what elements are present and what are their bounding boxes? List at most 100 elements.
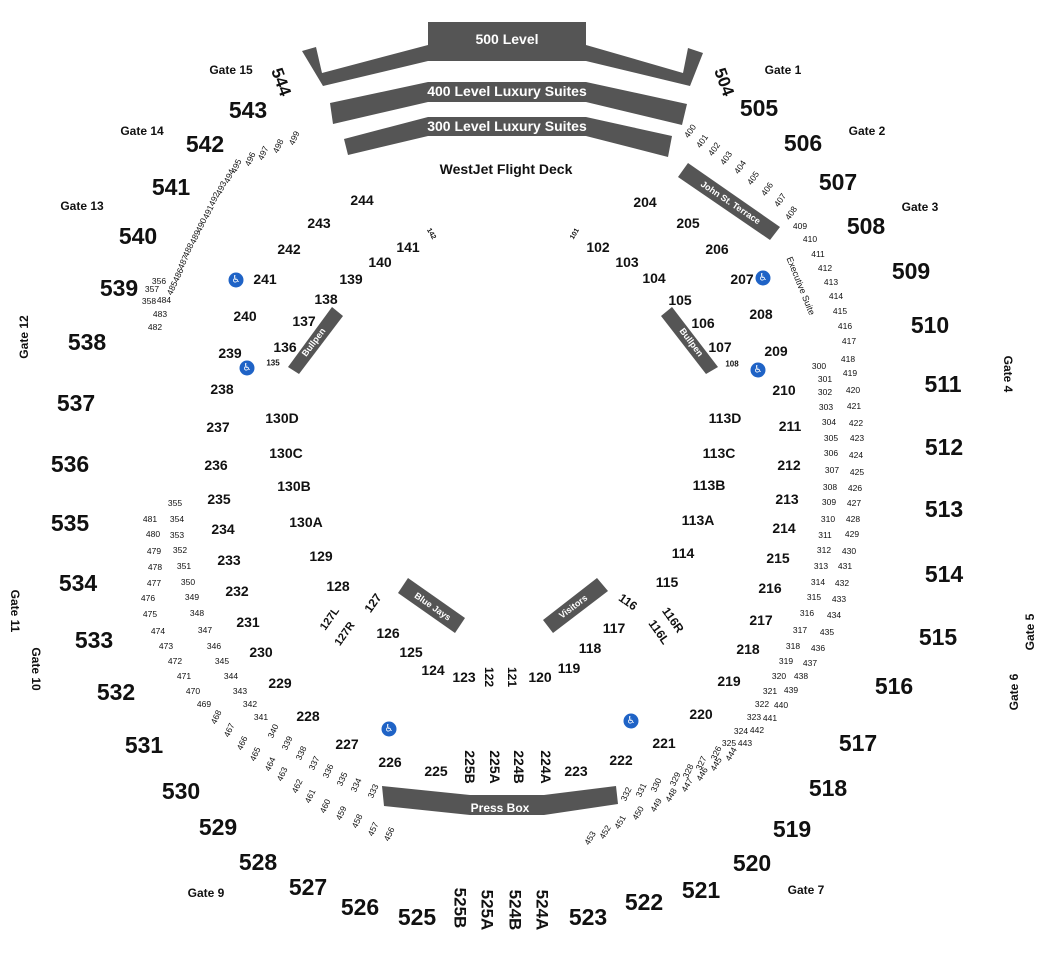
section-525b[interactable]: 525B (451, 888, 470, 929)
section-324[interactable]: 324 (734, 726, 748, 736)
section-222[interactable]: 222 (609, 752, 633, 768)
section-330[interactable]: 330 (648, 776, 663, 793)
section-544[interactable]: 544 (267, 65, 295, 99)
section-135[interactable]: 135 (266, 359, 280, 368)
section-216[interactable]: 216 (758, 580, 782, 596)
section-533[interactable]: 533 (75, 627, 113, 653)
section-224b[interactable]: 224B (511, 750, 527, 783)
section-307[interactable]: 307 (825, 465, 839, 475)
section-300[interactable]: 300 (812, 361, 826, 371)
section-439[interactable]: 439 (784, 685, 798, 695)
section-495[interactable]: 495 (228, 157, 243, 174)
section-102[interactable]: 102 (586, 239, 610, 255)
section-215[interactable]: 215 (766, 550, 790, 566)
section-422[interactable]: 422 (849, 418, 863, 428)
section-229[interactable]: 229 (268, 675, 292, 691)
section-419[interactable]: 419 (843, 368, 857, 378)
section-426[interactable]: 426 (848, 483, 862, 493)
section-321[interactable]: 321 (763, 686, 777, 696)
section-403[interactable]: 403 (718, 149, 734, 167)
section-417[interactable]: 417 (842, 336, 856, 346)
section-318[interactable]: 318 (786, 641, 800, 651)
section-521[interactable]: 521 (682, 877, 721, 903)
section-308[interactable]: 308 (823, 482, 837, 492)
section-125[interactable]: 125 (399, 644, 423, 660)
section-430[interactable]: 430 (842, 546, 856, 556)
section-536[interactable]: 536 (51, 451, 89, 477)
section-511[interactable]: 511 (924, 371, 961, 397)
section-464[interactable]: 464 (262, 755, 277, 772)
section-433[interactable]: 433 (832, 594, 846, 604)
section-355[interactable]: 355 (168, 498, 182, 508)
section-130d[interactable]: 130D (265, 410, 298, 426)
section-448[interactable]: 448 (663, 786, 679, 804)
section-496[interactable]: 496 (242, 150, 257, 167)
section-328[interactable]: 328 (680, 762, 695, 779)
section-319[interactable]: 319 (779, 656, 793, 666)
section-303[interactable]: 303 (819, 402, 833, 412)
section-211[interactable]: 211 (779, 418, 802, 434)
section-127l[interactable]: 127L (318, 605, 342, 633)
section-343[interactable]: 343 (233, 686, 247, 696)
section-217[interactable]: 217 (749, 612, 773, 628)
section-239[interactable]: 239 (218, 345, 242, 361)
section-519[interactable]: 519 (773, 816, 811, 842)
section-460[interactable]: 460 (317, 797, 332, 814)
section-208[interactable]: 208 (749, 306, 773, 322)
section-130b[interactable]: 130B (277, 478, 310, 494)
section-525[interactable]: 525 (398, 904, 437, 930)
section-104[interactable]: 104 (642, 270, 666, 286)
bullpen-right-band[interactable] (661, 307, 718, 374)
section-432[interactable]: 432 (835, 578, 849, 588)
section-534[interactable]: 534 (59, 570, 98, 596)
section-543[interactable]: 543 (229, 97, 267, 123)
section-130a[interactable]: 130A (289, 514, 322, 530)
section-429[interactable]: 429 (845, 529, 859, 539)
section-348[interactable]: 348 (190, 608, 204, 618)
section-230[interactable]: 230 (249, 644, 273, 660)
section-336[interactable]: 336 (320, 762, 335, 779)
section-434[interactable]: 434 (827, 610, 841, 620)
section-523[interactable]: 523 (569, 904, 607, 930)
section-458[interactable]: 458 (349, 812, 364, 829)
blue-jays-bullpen[interactable] (398, 578, 465, 633)
section-418[interactable]: 418 (841, 354, 855, 364)
section-459[interactable]: 459 (333, 804, 348, 821)
section-227[interactable]: 227 (335, 736, 359, 752)
section-128[interactable]: 128 (326, 578, 350, 594)
section-226[interactable]: 226 (378, 754, 402, 770)
section-138[interactable]: 138 (314, 291, 338, 307)
section-356[interactable]: 356 (152, 276, 166, 286)
section-537[interactable]: 537 (57, 390, 95, 416)
section-123[interactable]: 123 (452, 669, 476, 685)
section-224a[interactable]: 224A (538, 750, 554, 783)
level-500-band[interactable] (302, 22, 703, 86)
bullpen-left-band[interactable] (288, 307, 343, 374)
section-322[interactable]: 322 (755, 699, 769, 709)
section-480[interactable]: 480 (146, 529, 160, 539)
section-306[interactable]: 306 (824, 448, 838, 458)
section-315[interactable]: 315 (807, 592, 821, 602)
section-443[interactable]: 443 (738, 738, 752, 748)
section-438[interactable]: 438 (794, 671, 808, 681)
section-413[interactable]: 413 (824, 277, 838, 287)
section-404[interactable]: 404 (732, 158, 748, 176)
section-401[interactable]: 401 (694, 132, 710, 150)
section-477[interactable]: 477 (147, 578, 161, 588)
section-357[interactable]: 357 (145, 284, 159, 294)
section-531[interactable]: 531 (125, 732, 164, 758)
section-414[interactable]: 414 (829, 291, 843, 301)
section-301[interactable]: 301 (818, 374, 832, 384)
section-347[interactable]: 347 (198, 625, 212, 635)
section-225a[interactable]: 225A (487, 750, 503, 783)
section-462[interactable]: 462 (289, 777, 304, 794)
section-346[interactable]: 346 (207, 641, 221, 651)
section-314[interactable]: 314 (811, 577, 825, 587)
section-457[interactable]: 457 (365, 820, 380, 837)
section-353[interactable]: 353 (170, 530, 184, 540)
section-113b[interactable]: 113B (693, 477, 726, 493)
section-473[interactable]: 473 (159, 641, 173, 651)
section-483[interactable]: 483 (153, 309, 167, 319)
section-416[interactable]: 416 (838, 321, 852, 331)
section-436[interactable]: 436 (811, 643, 825, 653)
